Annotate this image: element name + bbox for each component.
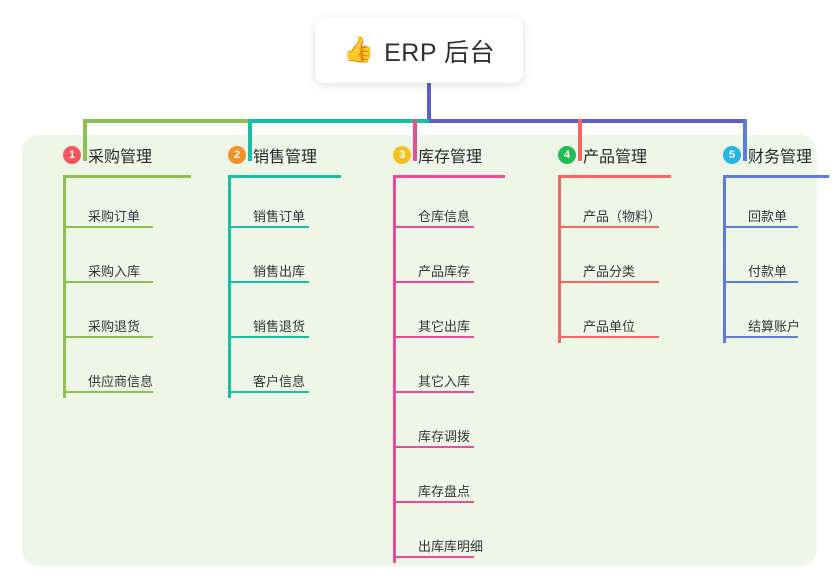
child-item-underline xyxy=(726,226,798,228)
column-drop-4 xyxy=(578,119,582,161)
child-item-underline xyxy=(396,391,474,393)
thumbs-up-emoji: 👍 xyxy=(342,36,375,64)
child-item-label: 销售订单 xyxy=(253,209,306,224)
column-title-4: 产品管理 xyxy=(583,149,648,166)
column-2: 2 销售管理销售订单销售出库销售退货客户信息 xyxy=(211,142,341,398)
child-item-label: 客户信息 xyxy=(253,374,306,389)
child-item-label: 结算账户 xyxy=(748,319,801,334)
child-item-underline xyxy=(561,281,659,283)
child-item-underline xyxy=(396,336,474,338)
column-badge-2: 2 xyxy=(228,146,246,164)
column-4: 4 产品管理产品（物料） 产品分类产品单位 xyxy=(541,142,671,343)
child-item-underline xyxy=(66,281,153,283)
column-title-1: 采购管理 xyxy=(88,149,153,166)
child-item-underline xyxy=(561,336,659,338)
connector-segment-middle xyxy=(249,119,429,123)
child-item-label: 供应商信息 xyxy=(88,374,154,389)
child-item-underline xyxy=(66,336,153,338)
child-item-underline xyxy=(561,226,659,228)
column-title-3: 库存管理 xyxy=(418,149,483,166)
column-drop-3 xyxy=(413,119,417,161)
child-item-underline xyxy=(396,501,474,503)
child-item-underline xyxy=(726,336,798,338)
child-item-label: 库存调拨 xyxy=(418,429,471,444)
column-drop-2 xyxy=(248,119,252,161)
column-3: 3 库存管理仓库信息产品库存其它出库其它入库库存调拨库存盘点出库库明细 xyxy=(376,142,505,563)
child-rail-5 xyxy=(723,178,726,343)
child-item-underline xyxy=(231,226,309,228)
child-item-label: 回款单 xyxy=(748,209,788,224)
child-item-label: 库存盘点 xyxy=(418,484,471,499)
column-header-4[interactable]: 4 产品管理 xyxy=(541,142,658,168)
root-node-label: ERP 后台 xyxy=(384,38,496,67)
root-node[interactable]: 👍 ERP 后台 xyxy=(315,18,523,83)
child-item-label: 产品分类 xyxy=(583,264,636,279)
child-rail-4 xyxy=(558,178,561,343)
connector-segment-right xyxy=(429,119,745,123)
child-item-label: 采购入库 xyxy=(88,264,141,279)
column-badge-3: 3 xyxy=(393,146,411,164)
column-header-1[interactable]: 1 采购管理 xyxy=(46,142,176,168)
child-item-label: 产品（物料） xyxy=(583,209,662,224)
child-item-underline xyxy=(396,446,474,448)
column-underline-5 xyxy=(723,175,829,178)
child-item-underline xyxy=(231,336,309,338)
column-header-3[interactable]: 3 库存管理 xyxy=(376,142,492,168)
child-item-label: 其它出库 xyxy=(418,319,471,334)
column-header-2[interactable]: 2 销售管理 xyxy=(211,142,329,168)
child-item-label: 付款单 xyxy=(748,264,788,279)
column-underline-1 xyxy=(63,175,191,178)
column-1: 1 采购管理采购订单采购入库采购退货供应商信息 xyxy=(46,142,191,398)
column-badge-5: 5 xyxy=(723,146,741,164)
child-item-label: 产品库存 xyxy=(418,264,471,279)
column-header-5[interactable]: 5 财务管理 xyxy=(706,142,813,168)
child-item-label: 出库库明细 xyxy=(418,539,484,554)
column-underline-2 xyxy=(228,175,341,178)
column-drop-1 xyxy=(83,119,87,161)
column-badge-4: 4 xyxy=(558,146,576,164)
child-item-label: 仓库信息 xyxy=(418,209,471,224)
column-5: 5 财务管理回款单付款单结算账户 xyxy=(706,142,829,343)
child-item-label: 销售退货 xyxy=(253,319,306,334)
column-title-2: 销售管理 xyxy=(253,149,318,166)
column-underline-4 xyxy=(558,175,671,178)
column-underline-3 xyxy=(393,175,505,178)
child-item-label: 采购订单 xyxy=(88,209,141,224)
child-item-label: 采购退货 xyxy=(88,319,141,334)
child-item-underline xyxy=(396,281,474,283)
child-item-label: 产品单位 xyxy=(583,319,636,334)
child-rail-1 xyxy=(63,178,66,398)
child-item-underline xyxy=(396,226,474,228)
column-title-5: 财务管理 xyxy=(748,149,813,166)
child-item-label: 销售出库 xyxy=(253,264,306,279)
connector-segment-left xyxy=(83,119,249,123)
child-item-underline xyxy=(726,281,798,283)
child-item-underline xyxy=(231,281,309,283)
column-badge-1: 1 xyxy=(63,146,81,164)
child-item-underline xyxy=(231,391,309,393)
child-rail-3 xyxy=(393,178,396,563)
diagram-panel xyxy=(22,135,817,566)
child-rail-2 xyxy=(228,178,231,398)
child-item-label: 其它入库 xyxy=(418,374,471,389)
child-item-underline xyxy=(66,226,153,228)
root-stem-connector xyxy=(427,83,431,121)
child-item-underline xyxy=(396,556,474,558)
child-item-underline xyxy=(66,391,153,393)
column-drop-5 xyxy=(743,119,747,161)
